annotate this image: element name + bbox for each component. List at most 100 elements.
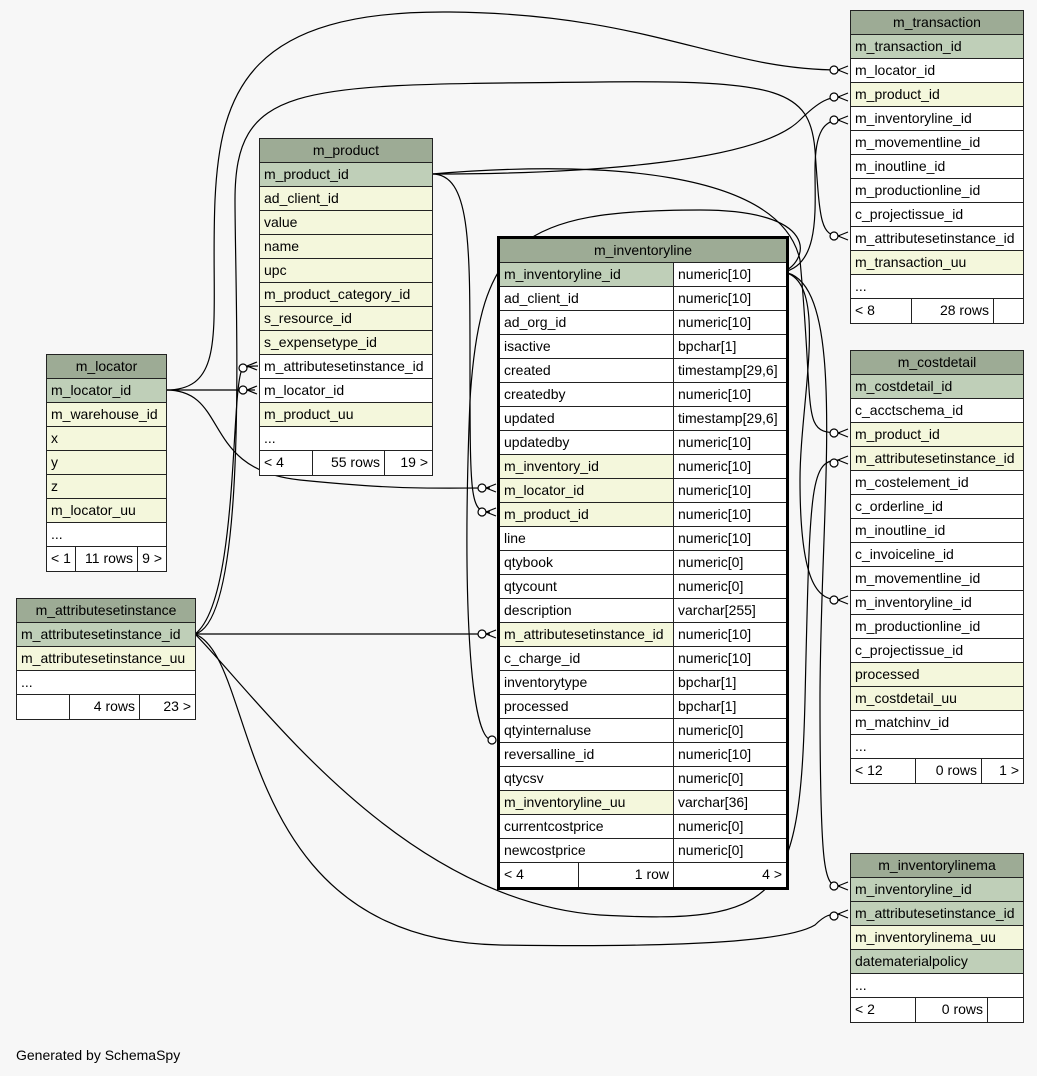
footer-parents-count[interactable]: < 1: [51, 550, 71, 566]
table-column-row[interactable]: processed: [851, 663, 1023, 687]
table-column-row[interactable]: m_costelement_id: [851, 471, 1023, 495]
footer-children-count[interactable]: 19 >: [384, 451, 432, 475]
table-column-row[interactable]: m_locator_id: [260, 379, 432, 403]
table-column-row[interactable]: m_movementline_id: [851, 567, 1023, 591]
table-column-row[interactable]: m_product_id: [851, 423, 1023, 447]
table-column-row[interactable]: ad_client_id: [260, 187, 432, 211]
footer-parents-count[interactable]: < 4: [264, 454, 284, 470]
table-column-row[interactable]: m_inoutline_id: [851, 519, 1023, 543]
footer-children-count[interactable]: 9 >: [137, 547, 166, 571]
table-column-row[interactable]: m_movementline_id: [851, 131, 1023, 155]
footer-children-count[interactable]: 1 >: [981, 759, 1023, 783]
table-column-row[interactable]: c_orderline_id: [851, 495, 1023, 519]
table-title[interactable]: m_costdetail: [851, 351, 1023, 375]
footer-parents-count[interactable]: [17, 695, 69, 719]
table-column-row[interactable]: ...: [851, 974, 1023, 998]
table-column-row[interactable]: m_costdetail_id: [851, 375, 1023, 399]
table-column-row[interactable]: m_transaction_id: [851, 35, 1023, 59]
table-column-row[interactable]: c_projectissue_id: [851, 203, 1023, 227]
table-column-row[interactable]: name: [260, 235, 432, 259]
table-title[interactable]: m_attributesetinstance: [17, 599, 195, 623]
footer-children-count[interactable]: [993, 299, 1023, 323]
table-column-row[interactable]: m_attributesetinstance_id: [851, 902, 1023, 926]
table-column-row[interactable]: m_attributesetinstance_id: [851, 227, 1023, 251]
footer-parents-count[interactable]: < 4: [504, 866, 524, 882]
table-column-row[interactable]: s_expensetype_id: [260, 331, 432, 355]
table-column-row[interactable]: m_inventoryline_id: [851, 591, 1023, 615]
table-column-row[interactable]: m_product_uu: [260, 403, 432, 427]
table-column-row[interactable]: m_attributesetinstance_uu: [17, 647, 195, 671]
table-column-row[interactable]: m_warehouse_id: [47, 403, 166, 427]
footer-children-count[interactable]: 23 >: [139, 695, 195, 719]
footer-children-count[interactable]: 4 >: [673, 863, 786, 887]
table-column-row[interactable]: m_inventoryline_id: [851, 107, 1023, 131]
table-column-row[interactable]: m_costdetail_uu: [851, 687, 1023, 711]
table-column-row[interactable]: m_product_id: [851, 83, 1023, 107]
table-column-row[interactable]: m_locator_id: [851, 59, 1023, 83]
table-column-row[interactable]: m_transaction_uu: [851, 251, 1023, 275]
table-title[interactable]: m_locator: [47, 355, 166, 379]
table-title[interactable]: m_product: [260, 139, 432, 163]
table-column-row[interactable]: value: [260, 211, 432, 235]
table-column-row[interactable]: s_resource_id: [260, 307, 432, 331]
table-column-row[interactable]: m_product_id: [260, 163, 432, 187]
table-column-row[interactable]: c_invoiceline_id: [851, 543, 1023, 567]
footer-parents-count[interactable]: < 2: [855, 1001, 875, 1017]
table-column-row[interactable]: ...: [851, 735, 1023, 759]
table-column-row[interactable]: y: [47, 451, 166, 475]
table-column-row[interactable]: ...: [47, 523, 166, 547]
table-column-row[interactable]: m_product_category_id: [260, 283, 432, 307]
table-column-row[interactable]: m_productionline_id: [851, 615, 1023, 639]
table-column-row[interactable]: m_attributesetinstance_id: [17, 623, 195, 647]
table-column-row[interactable]: ...: [851, 275, 1023, 299]
footer-children-count[interactable]: [987, 998, 1023, 1022]
table-column-row[interactable]: c_projectissue_id: [851, 639, 1023, 663]
table-column-row[interactable]: z: [47, 475, 166, 499]
table-column-row[interactable]: ...: [260, 427, 432, 451]
table-title[interactable]: m_inventorylinema: [851, 854, 1023, 878]
table-column-row[interactable]: m_productionline_id: [851, 179, 1023, 203]
table-title[interactable]: m_inventoryline: [500, 239, 786, 263]
table-column-row[interactable]: ...: [17, 671, 195, 695]
table-column-row[interactable]: c_acctschema_id: [851, 399, 1023, 423]
footer-parents-count[interactable]: < 12: [855, 762, 883, 778]
table-column-row[interactable]: m_locator_uu: [47, 499, 166, 523]
table-column-row[interactable]: m_inoutline_id: [851, 155, 1023, 179]
footer-parents-count[interactable]: < 8: [855, 302, 875, 318]
table-column-row[interactable]: m_attributesetinstance_id: [851, 447, 1023, 471]
table-column-row[interactable]: x: [47, 427, 166, 451]
table-column-row[interactable]: m_attributesetinstance_id: [260, 355, 432, 379]
table-column-row[interactable]: m_matchinv_id: [851, 711, 1023, 735]
